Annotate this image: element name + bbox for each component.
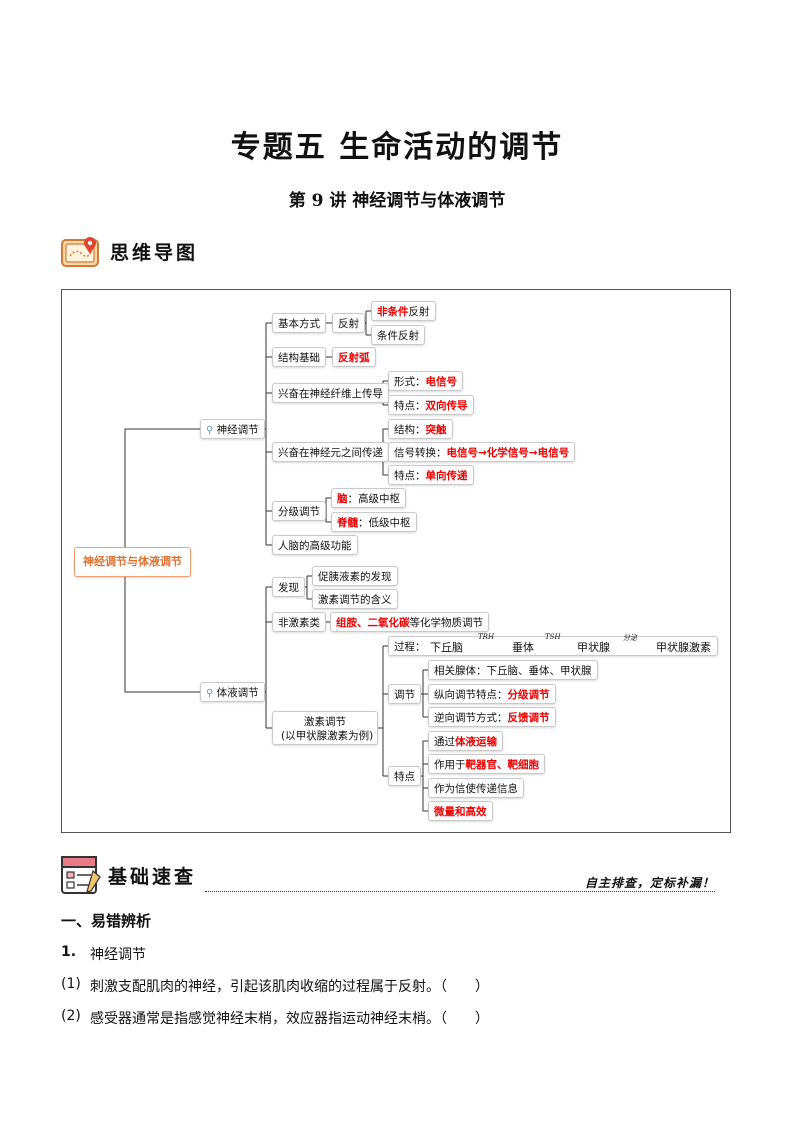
node-fiber-feature: 特点：双向传导 [388, 395, 474, 415]
brain-rest: ：高级中枢 [347, 493, 401, 505]
basic-check-section-header: 基础速查 [60, 855, 196, 895]
question-1-number: (1) [61, 976, 81, 992]
content-heading: 一、易错辨析 [61, 912, 152, 930]
node-discovery: 发现 [272, 577, 305, 597]
feature-label: 特点： [394, 470, 426, 482]
node-unconditioned-reflex: 非条件反射 [371, 301, 436, 321]
trace-value: 微量和高效 [434, 806, 487, 818]
unconditioned-highlight: 非条件 [377, 306, 409, 318]
node-brain: 脑：高级中枢 [331, 488, 406, 508]
node-synaptic-transmission: 兴奋在神经元之间传递 [272, 442, 389, 462]
node-fiber-conduction: 兴奋在神经纤维上传导 [272, 383, 389, 403]
node-body-fluid-transport: 通过体液运输 [428, 731, 503, 751]
item-title: 神经调节 [90, 947, 146, 963]
node-reflex-arc: 反射弧 [332, 347, 376, 367]
vertical-value: 分级调节 [507, 689, 550, 701]
reverse-label: 逆向调节方式： [434, 712, 508, 724]
page-title: 专题五 生命活动的调节 [230, 130, 564, 165]
feature-value: 单向传递 [425, 470, 468, 482]
unconditioned-rest: 反射 [408, 306, 430, 318]
node-neural-label: 神经调节 [216, 424, 259, 436]
node-reverse-regulation: 逆向调节方式：反馈调节 [428, 707, 556, 727]
process-secrete: 分泌 [623, 634, 637, 642]
question-2: 感受器通常是指感觉神经末梢，效应器指运动神经末梢。（ ） [90, 1011, 489, 1027]
spinal-rest: ：低级中枢 [358, 517, 411, 529]
form-value: 电信号 [425, 376, 458, 388]
acts-label: 作用于 [434, 759, 466, 771]
structure-value: 突触 [425, 424, 447, 436]
nonhormone-rest: 等化学物质调节 [409, 617, 484, 629]
node-synapse-feature: 特点：单向传递 [388, 465, 474, 485]
via-label: 通过 [434, 736, 455, 748]
node-humoral-label: 体液调节 [216, 687, 259, 699]
map-scroll-icon [61, 237, 99, 267]
node-signal-conversion: 信号转换：电信号→化学信号→电信号 [388, 442, 576, 462]
node-related-glands: 相关腺体：下丘脑、垂体、甲状腺 [428, 660, 598, 680]
form-label: 形式： [394, 376, 426, 388]
pin-icon: ⚲ [206, 688, 214, 699]
process-pituitary: 垂体 [512, 641, 534, 654]
basic-check-section-label: 基础速查 [108, 865, 197, 888]
node-spinal-cord: 脊髓：低级中枢 [331, 512, 417, 532]
feature-value: 双向传导 [425, 400, 468, 412]
node-basic-mode: 基本方式 [272, 313, 326, 333]
node-nonhormone: 非激素类 [272, 612, 326, 632]
mindmap-root: 神经调节与体液调节 [74, 547, 191, 577]
vertical-label: 纵向调节特点： [434, 689, 508, 701]
node-secretin: 促胰液素的发现 [312, 566, 398, 586]
item-number: 1. [61, 944, 77, 960]
node-neural: ⚲ 神经调节 [200, 419, 265, 439]
brain-highlight: 脑 [337, 493, 348, 505]
node-conditioned-reflex: 条件反射 [371, 325, 425, 345]
question-2-number: (2) [61, 1008, 81, 1024]
feature-label: 特点： [394, 400, 426, 412]
process-trh: TRH [478, 633, 495, 641]
nonhormone-highlight: 组胺、二氧化碳 [336, 617, 410, 629]
process-label: 过程： [394, 641, 426, 653]
process-hypothalamus: 下丘脑 [430, 641, 463, 654]
acts-value: 靶器官、靶细胞 [465, 759, 540, 771]
structure-label: 结构： [394, 424, 426, 436]
mindmap-section-header: 思维导图 [60, 234, 198, 268]
node-nonhormone-detail: 组胺、二氧化碳等化学物质调节 [330, 612, 489, 632]
section-slogan: 自主排查，定标补漏！ [585, 876, 716, 890]
node-hormone-meaning: 激素调节的含义 [312, 589, 398, 609]
node-messenger: 作为信使传递信息 [428, 778, 524, 798]
node-regulation: 调节 [388, 684, 421, 704]
signal-label: 信号转换： [394, 447, 447, 459]
reflex-arc-highlight: 反射弧 [338, 352, 370, 364]
node-features: 特点 [388, 766, 421, 786]
question-1: 刺激支配肌肉的神经，引起该肌肉收缩的过程属于反射。（ ） [90, 979, 489, 995]
checklist-icon [61, 856, 101, 894]
hormone-example-label: (以甲状腺激素为例) [281, 730, 374, 742]
pin-icon: ⚲ [206, 425, 214, 436]
node-reflex: 反射 [332, 313, 365, 333]
via-value: 体液运输 [455, 736, 497, 748]
node-vertical-regulation: 纵向调节特点：分级调节 [428, 684, 556, 704]
spinal-highlight: 脊髓 [337, 517, 358, 529]
signal-value: 电信号→化学信号→电信号 [446, 447, 570, 459]
node-process: 过程： [388, 636, 718, 656]
node-target: 作用于靶器官、靶细胞 [428, 754, 545, 774]
node-hormone-regulation: 激素调节 (以甲状腺激素为例) [272, 711, 378, 745]
node-synapse-structure: 结构：突触 [388, 419, 453, 439]
node-trace-efficient: 微量和高效 [428, 801, 493, 821]
reverse-value: 反馈调节 [507, 712, 550, 724]
section-divider [205, 891, 715, 892]
node-structure-basis: 结构基础 [272, 347, 326, 367]
lecture-subtitle: 第 9 讲 神经调节与体液调节 [288, 191, 506, 211]
node-humoral: ⚲ 体液调节 [200, 682, 265, 702]
node-advanced-function: 人脑的高级功能 [272, 535, 358, 555]
process-tsh: TSH [545, 633, 561, 641]
hormone-regulation-label: 激素调节 [304, 716, 346, 728]
mindmap-frame [61, 289, 731, 833]
node-fiber-form: 形式：电信号 [388, 371, 463, 391]
process-thyroid-hormone: 甲状腺激素 [656, 641, 711, 654]
mindmap-section-label: 思维导图 [110, 241, 199, 264]
process-thyroid: 甲状腺 [577, 641, 610, 654]
node-hierarchy: 分级调节 [272, 501, 326, 521]
